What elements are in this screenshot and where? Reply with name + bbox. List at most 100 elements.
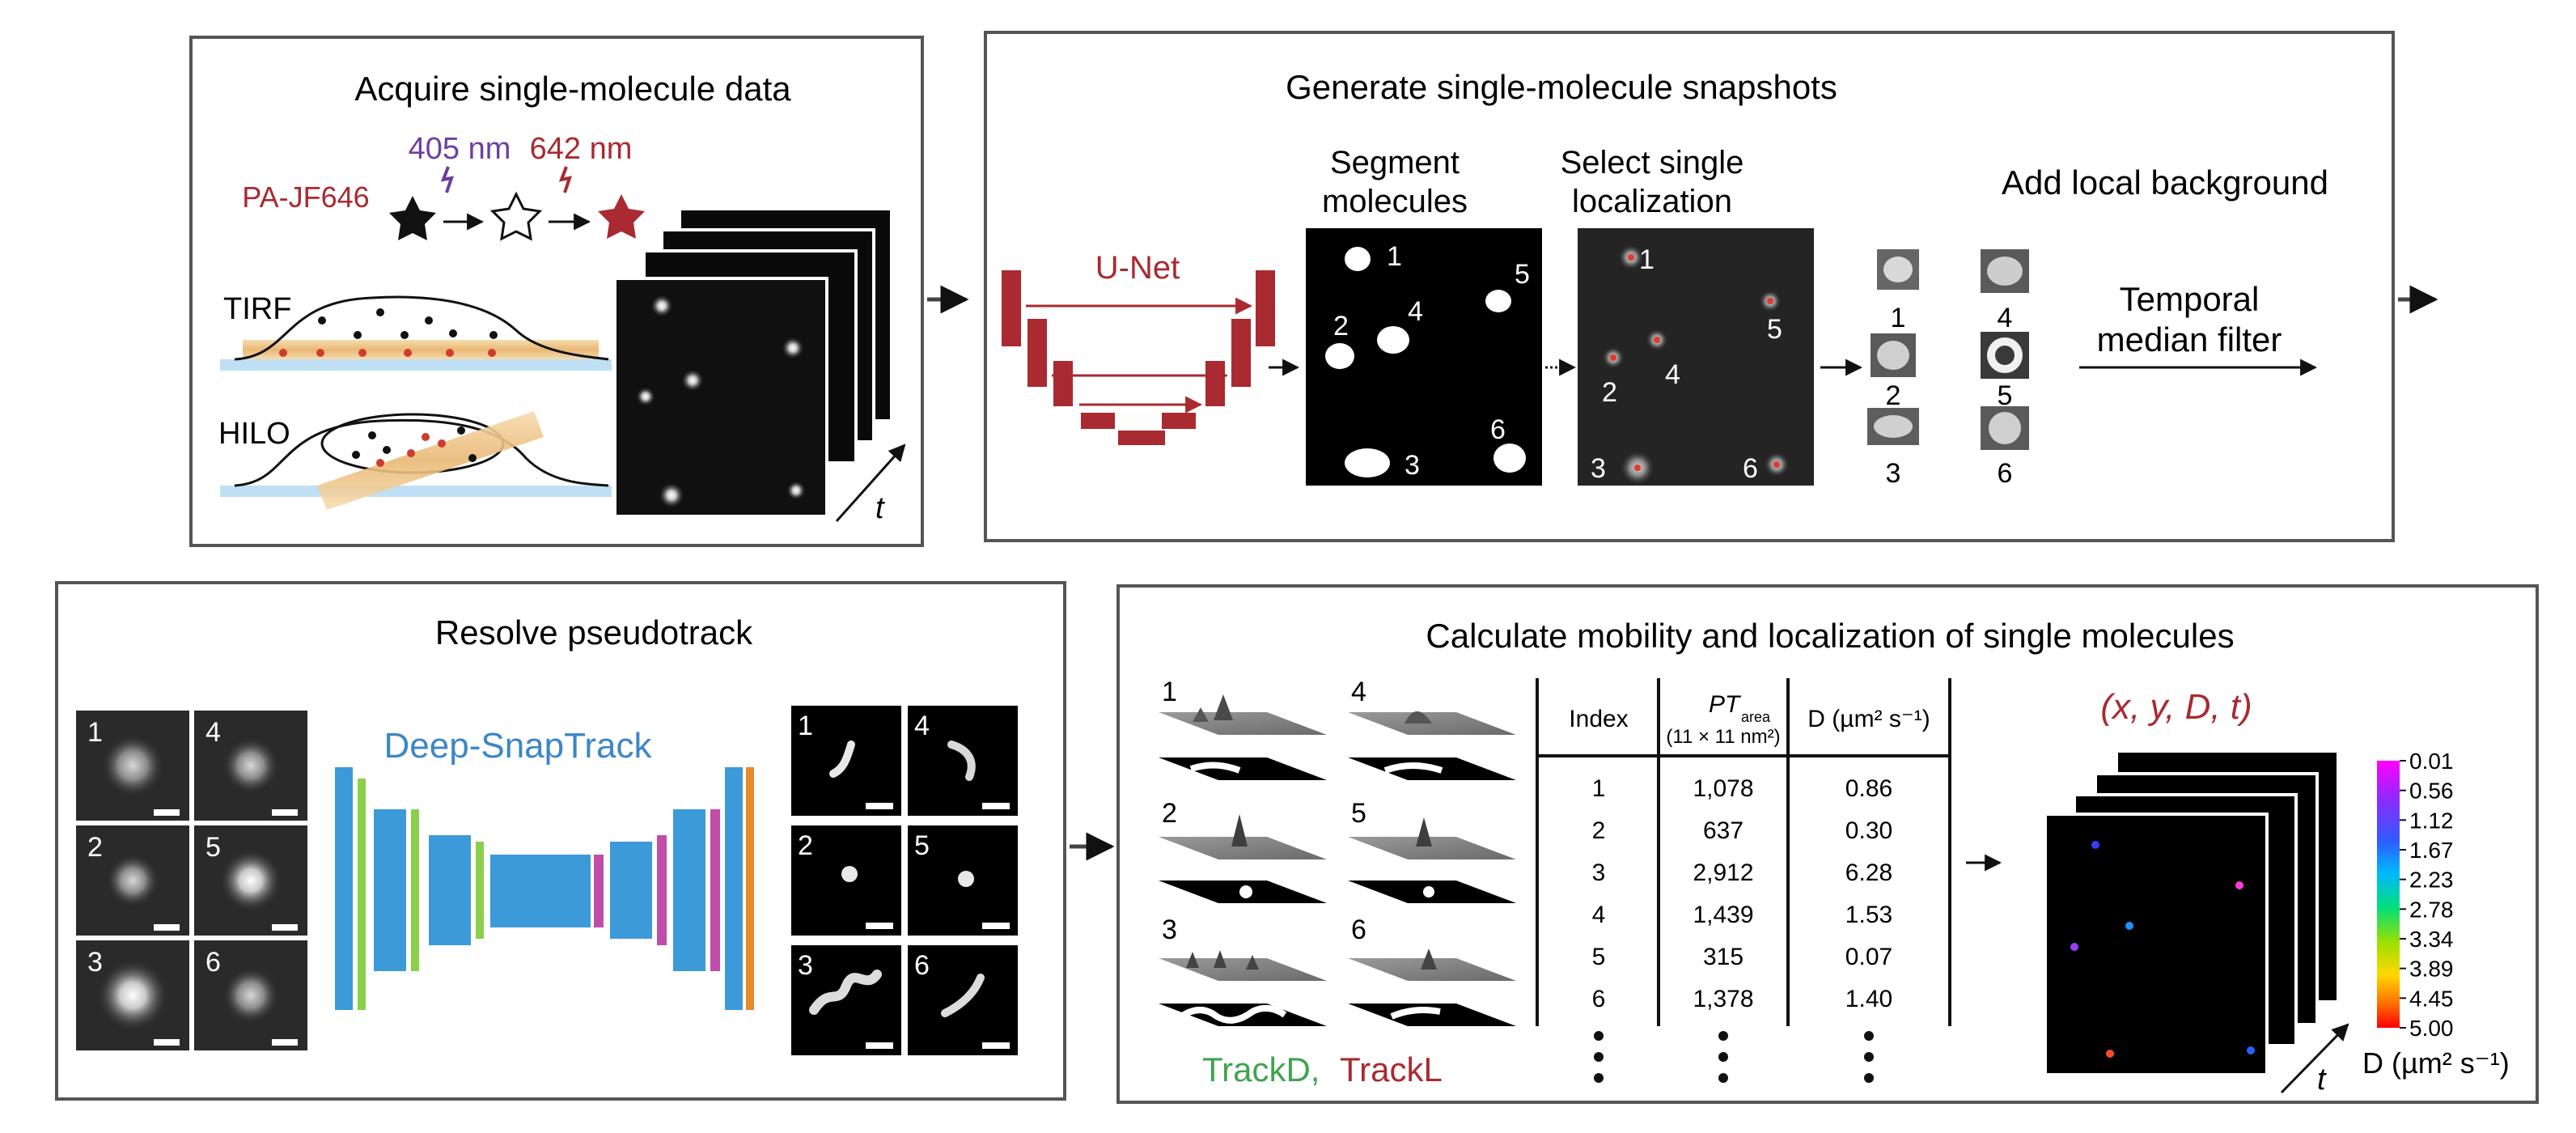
segment-label-1: Segment: [1330, 145, 1460, 180]
dye-label: PA-JF646: [242, 180, 369, 214]
surf-num-3: 3: [1162, 914, 1177, 945]
colorbar-tick-label: 5.00: [2409, 1016, 2454, 1041]
panel-pseudotrack: Resolve pseudotrack 1 4 2 5 3 6 Deep-Sna…: [55, 581, 1066, 1101]
seg-num-4: 4: [1408, 296, 1423, 327]
crop-num-4: 4: [1998, 303, 2013, 333]
table-header-pt-units: (11 × 11 nm²): [1666, 726, 1780, 748]
select-label-1: Select single: [1561, 145, 1744, 180]
surf-num-6: 6: [1351, 914, 1366, 945]
in-num-5: 5: [205, 832, 221, 863]
colorbar-tick-label: 1.12: [2409, 808, 2454, 833]
colorbar-tick-label: 2.23: [2409, 868, 2454, 893]
laser-642-label: 642 nm: [530, 132, 633, 166]
lightning-405-icon: [440, 166, 454, 193]
mobility-table: Index PT area (11 × 11 nm²) D (µm² s⁻¹) …: [1536, 678, 1951, 1083]
colorbar-tick-label: 3.34: [2409, 927, 2454, 952]
loc-num-1: 1: [1639, 244, 1654, 275]
crop-num-5: 5: [1998, 380, 2013, 411]
panel-mobility-title: Calculate mobility and localization of s…: [1426, 617, 2234, 655]
colorbar-ticks: 0.010.561.121.672.232.783.343.894.455.00: [2400, 749, 2454, 1041]
raw-frame-stack: t: [613, 207, 906, 525]
out-num-2: 2: [798, 830, 813, 861]
output-frame-stack: [2044, 749, 2340, 1076]
table-cell-index: 2: [1592, 817, 1606, 844]
input-snapshot-grid: [76, 711, 307, 1050]
table-header-d: D (µm² s⁻¹): [1807, 706, 1930, 732]
table-cell-d: 1.53: [1845, 902, 1892, 928]
table-cell-pt-area: 1,078: [1693, 775, 1753, 802]
trackd-label: TrackD,: [1202, 1050, 1320, 1088]
out-num-6: 6: [914, 950, 930, 981]
crop-num-3: 3: [1886, 458, 1901, 489]
table-cell-d: 0.86: [1845, 775, 1892, 802]
temporal-label-2: median filter: [2097, 320, 2282, 359]
open-star-icon: [489, 191, 543, 241]
surf-num-1: 1: [1162, 677, 1177, 707]
surf-num-2: 2: [1162, 798, 1177, 829]
seg-num-5: 5: [1515, 259, 1530, 290]
red-star-icon: [598, 194, 645, 239]
panel-acquire: Acquire single-molecule data 405 nm 642 …: [189, 36, 924, 547]
table-cell-index: 4: [1592, 902, 1606, 928]
table-header-index: Index: [1569, 706, 1628, 732]
pseudotrack-output-grid: [791, 706, 1018, 1055]
table-cell-d: 0.30: [1845, 817, 1892, 844]
table-cell-index: 1: [1592, 775, 1606, 802]
loc-num-2: 2: [1602, 377, 1617, 408]
table-cell-pt-area: 637: [1703, 817, 1743, 844]
add-background-label: Add local background: [2002, 163, 2328, 202]
tirf-label: TIRF: [223, 292, 291, 326]
colorbar-tick-label: 3.89: [2409, 957, 2454, 982]
raw-frame-spots: [636, 295, 806, 508]
colorbar: [2377, 761, 2400, 1028]
laser-405-label: 405 nm: [409, 132, 511, 166]
in-num-4: 4: [205, 717, 221, 748]
time-label: t: [875, 491, 885, 525]
dark-star-icon: [389, 196, 436, 240]
table-cell-pt-area: 1,439: [1693, 902, 1753, 928]
unet-diagram: [1002, 270, 1275, 445]
table-cell-d: 1.40: [1845, 986, 1892, 1012]
out-num-3: 3: [798, 950, 813, 981]
time-arrow: [835, 443, 906, 522]
temporal-label-1: Temporal: [2120, 280, 2260, 318]
surf-num-5: 5: [1351, 798, 1366, 829]
panel-snapshots: Generate single-molecule snapshots U-Net…: [984, 31, 2395, 542]
segment-label-2: molecules: [1322, 184, 1468, 219]
table-cell-d: 0.07: [1845, 944, 1892, 970]
table-header-pt: PT: [1709, 691, 1742, 718]
localization-point: [2091, 841, 2099, 849]
table-cell-index: 3: [1592, 859, 1606, 886]
seg-num-6: 6: [1490, 414, 1506, 445]
loc-num-3: 3: [1591, 453, 1606, 484]
colorbar-tick-label: 4.45: [2409, 986, 2454, 1011]
unet-label: U-Net: [1095, 250, 1180, 286]
hilo-cell-diagram: [220, 411, 612, 510]
output-label: (x, y, D, t): [2100, 687, 2252, 727]
colorbar-label: D (µm² s⁻¹): [2362, 1046, 2510, 1080]
output-time-arrow: [2280, 1023, 2349, 1094]
seg-num-1: 1: [1387, 241, 1402, 272]
colorbar-tick-label: 1.67: [2409, 838, 2454, 863]
localization-point: [2106, 1050, 2114, 1058]
snapshot-crops: [1867, 249, 2029, 450]
table-cell-index: 6: [1592, 986, 1606, 1012]
colorbar-tick-label: 0.01: [2409, 749, 2454, 774]
localization-point: [2235, 881, 2243, 889]
segmentation-mask-image: 1 2 3 4 5 6: [1306, 228, 1542, 486]
table-cell-index: 5: [1592, 944, 1606, 970]
seg-num-2: 2: [1333, 311, 1349, 342]
localization-image: 1 2 3 4 5 6: [1578, 228, 1814, 486]
seg-num-3: 3: [1405, 450, 1420, 481]
out-num-1: 1: [798, 711, 813, 741]
tirf-cell-diagram: [220, 295, 612, 371]
deep-snaptrack-label: Deep-SnapTrack: [384, 726, 653, 766]
crop-num-1: 1: [1891, 303, 1906, 333]
localization-point: [2070, 943, 2078, 951]
colorbar-tick-label: 2.78: [2409, 897, 2454, 922]
table-header-pt-sub: area: [1741, 709, 1771, 725]
deep-snaptrack-diagram: [335, 767, 754, 1010]
lightning-642-icon: [558, 166, 572, 193]
in-num-3: 3: [87, 947, 103, 978]
